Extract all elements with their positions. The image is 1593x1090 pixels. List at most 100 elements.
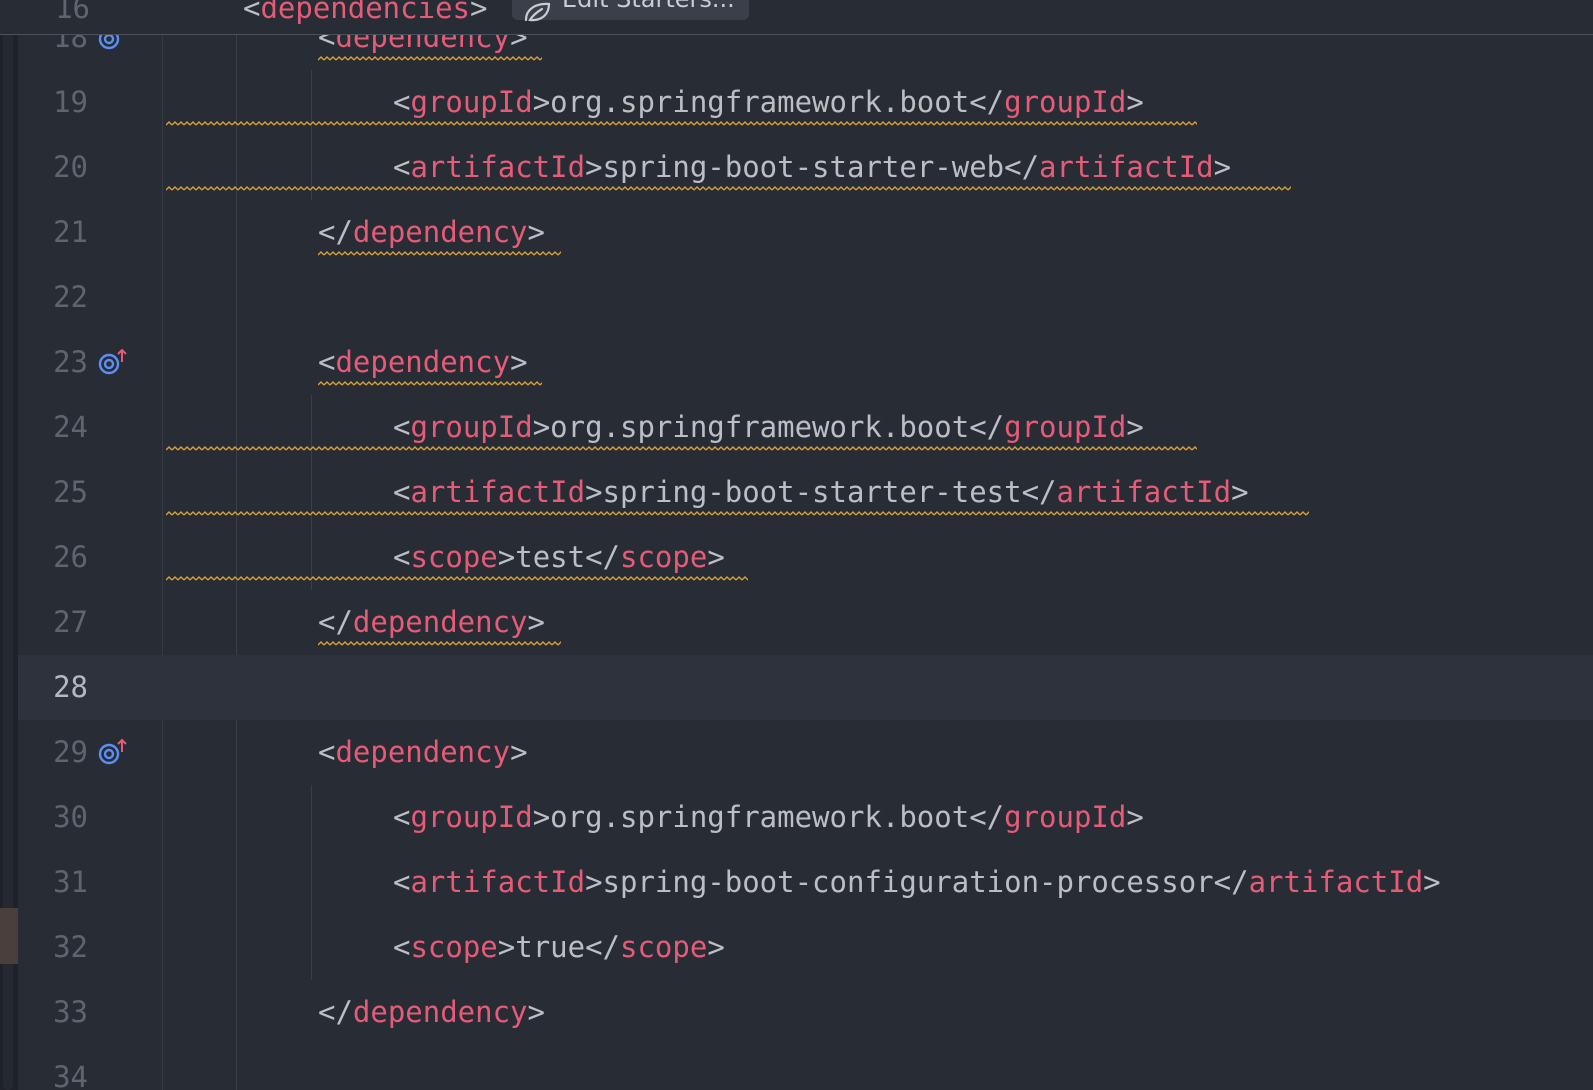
xml-punctuation: > (1423, 865, 1441, 899)
code-text: </dependency> (318, 590, 545, 655)
xml-text-value: org.springframework.boot (550, 800, 970, 834)
xml-text-value: org.springframework.boot (550, 85, 970, 119)
line-number[interactable]: 26 (53, 540, 88, 574)
xml-tag-name: scope (410, 540, 498, 574)
xml-tag-name: dependency (335, 345, 511, 379)
line-number[interactable]: 34 (53, 1060, 88, 1090)
xml-text-value: org.springframework.boot (550, 410, 970, 444)
sticky-code: <dependencies> (243, 0, 488, 25)
scroll-position-marker[interactable] (0, 908, 18, 964)
code-text: <dependency> (318, 330, 528, 395)
scrollbar-track[interactable] (3, 20, 13, 1090)
xml-punctuation: </ (969, 410, 1005, 444)
code-line[interactable]: 34 (18, 1045, 1593, 1090)
xml-punctuation: </ (318, 605, 353, 639)
edit-starters-label: Edit Starters... (562, 0, 735, 20)
warning-underline (166, 121, 1197, 127)
maven-target-up-icon[interactable] (98, 738, 132, 768)
xml-tag-name: groupId (410, 85, 533, 119)
warning-underline (166, 186, 1291, 192)
xml-punctuation: < (393, 865, 411, 899)
xml-tag-name: groupId (1004, 800, 1127, 834)
xml-punctuation: > (1213, 150, 1232, 184)
warning-underline (318, 251, 561, 257)
xml-punctuation: > (707, 540, 725, 574)
line-number[interactable]: 29 (53, 735, 88, 769)
code-text: <groupId>org.springframework.boot</group… (393, 70, 1144, 135)
code-line[interactable]: 31<artifactId>spring-boot-configuration-… (18, 850, 1593, 915)
indent-guide (311, 70, 312, 200)
code-text: <scope>true</scope> (393, 915, 725, 980)
code-line[interactable]: 27 </dependency> (18, 590, 1593, 655)
xml-tag-name: artifactId (410, 150, 586, 184)
xml-punctuation: < (393, 475, 411, 509)
line-number[interactable]: 32 (53, 930, 88, 964)
line-number[interactable]: 28 (53, 670, 88, 704)
warning-underline (318, 641, 561, 647)
line-number[interactable]: 27 (53, 605, 88, 639)
xml-tag-name: dependency (352, 605, 528, 639)
xml-punctuation: > (532, 85, 551, 119)
code-line[interactable]: 26<scope>test</scope> (18, 525, 1593, 590)
xml-punctuation: < (393, 930, 411, 964)
code-text: <groupId>org.springframework.boot</group… (393, 395, 1144, 460)
xml-punctuation: </ (969, 800, 1005, 834)
line-number[interactable]: 30 (53, 800, 88, 834)
xml-text-value: test (515, 540, 586, 574)
xml-punctuation: > (585, 865, 603, 899)
code-line[interactable]: 20<artifactId>spring-boot-starter-web</a… (18, 135, 1593, 200)
maven-target-up-icon[interactable] (98, 348, 132, 378)
code-line[interactable]: 24<groupId>org.springframework.boot</gro… (18, 395, 1593, 460)
xml-text-value: true (515, 930, 586, 964)
xml-punctuation: </ (1021, 475, 1057, 509)
scrollbar-strip (0, 0, 18, 1090)
warning-underline (318, 56, 542, 62)
line-number[interactable]: 25 (53, 475, 88, 509)
xml-tag-name: scope (410, 930, 498, 964)
xml-punctuation: </ (318, 215, 353, 249)
code-line[interactable]: 28 (18, 655, 1593, 720)
xml-punctuation: > (527, 215, 545, 249)
indent-guide (236, 34, 237, 1090)
code-line[interactable]: 23 <dependency> (18, 330, 1593, 395)
line-number[interactable]: 21 (53, 215, 88, 249)
code-line[interactable]: 32<scope>true</scope> (18, 915, 1593, 980)
code-line[interactable]: 25<artifactId>spring-boot-starter-test</… (18, 460, 1593, 525)
xml-punctuation: </ (1004, 150, 1040, 184)
xml-punctuation: < (393, 540, 411, 574)
line-number[interactable]: 20 (53, 150, 88, 184)
xml-punctuation: < (393, 800, 411, 834)
xml-punctuation: </ (1213, 865, 1249, 899)
xml-punctuation: < (393, 410, 411, 444)
code-line[interactable]: 21 </dependency> (18, 200, 1593, 265)
sticky-line-number: 16 (55, 0, 90, 25)
sticky-scroll-header[interactable]: 16 <dependencies> Edit Starters... (0, 0, 1593, 35)
line-number[interactable]: 19 (53, 85, 88, 119)
xml-punctuation: </ (585, 540, 621, 574)
edit-starters-button[interactable]: Edit Starters... (512, 0, 749, 22)
code-text: <scope>test</scope> (393, 525, 725, 590)
line-number[interactable]: 22 (53, 280, 88, 314)
xml-punctuation: > (497, 930, 516, 964)
code-line[interactable]: 19 <groupId>org.springframework.boot</gro… (18, 70, 1593, 135)
xml-punctuation: </ (318, 995, 353, 1029)
xml-tag-name: scope (620, 930, 708, 964)
line-number[interactable]: 31 (53, 865, 88, 899)
code-line[interactable]: 22 (18, 265, 1593, 330)
line-number[interactable]: 33 (53, 995, 88, 1029)
xml-punctuation: > (1126, 800, 1144, 834)
xml-punctuation: > (1126, 85, 1144, 119)
code-line[interactable]: 29 <dependency> (18, 720, 1593, 785)
code-line[interactable]: 33</dependency> (18, 980, 1593, 1045)
line-number[interactable]: 23 (53, 345, 88, 379)
xml-tag-name: dependency (335, 735, 511, 769)
xml-tag-name: groupId (410, 800, 533, 834)
code-text: <dependency> (318, 720, 528, 785)
code-line[interactable]: 30<groupId>org.springframework.boot</gro… (18, 785, 1593, 850)
line-number[interactable]: 24 (53, 410, 88, 444)
xml-tag-name: artifactId (1056, 475, 1232, 509)
warning-underline (318, 381, 542, 387)
xml-punctuation: > (527, 995, 545, 1029)
xml-tag-name: dependency (352, 215, 528, 249)
